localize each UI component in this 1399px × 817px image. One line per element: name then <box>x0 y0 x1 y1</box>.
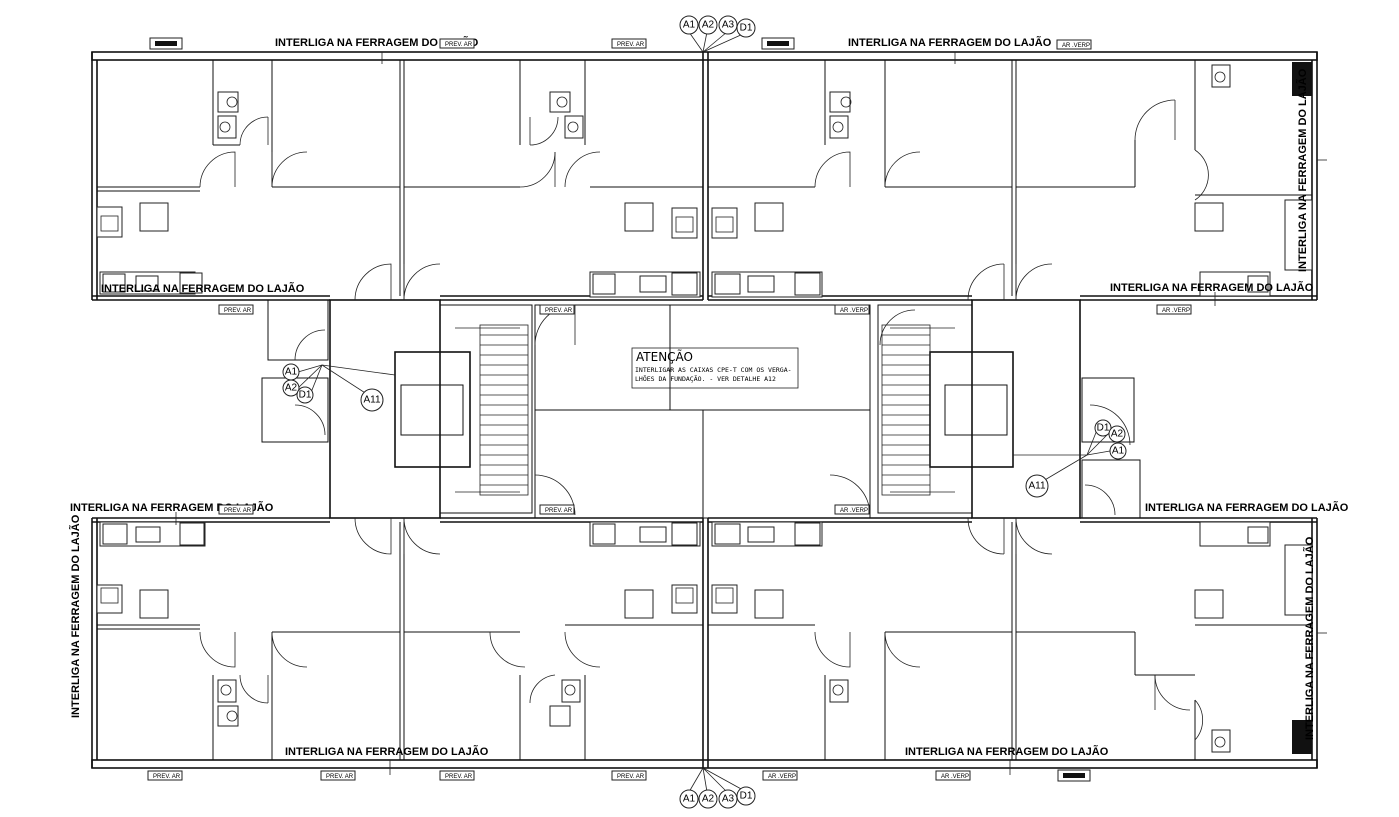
interliga-label-right-vertical-upper: INTERLIGA NA FERRAGEM DO LAJÃO <box>1296 68 1309 272</box>
svg-text:D1: D1 <box>299 390 312 401</box>
tag-a11-left: A11 <box>360 388 384 412</box>
tag-a1-bottom: A1 <box>679 789 699 809</box>
prev-ar-tag: PREV. AR <box>439 38 475 49</box>
interior-walls-top <box>97 60 1312 296</box>
prev-ar-tag: PREV. AR <box>439 770 475 781</box>
prev-ar-tag: AR .VERP <box>1156 304 1192 315</box>
prev-ar-tag: PREV. AR <box>320 770 356 781</box>
interliga-label-mid-left-upper: INTERLIGA NA FERRAGEM DO LAJÃO <box>101 282 305 295</box>
tag-a1-right: A1 <box>1109 442 1127 460</box>
prev-ar-tag: AR .VERP <box>935 770 971 781</box>
svg-text:A2: A2 <box>1111 429 1124 440</box>
svg-text:PREV. AR: PREV. AR <box>224 308 252 314</box>
grounding-leaders <box>297 31 1111 793</box>
svg-text:A3: A3 <box>722 794 735 805</box>
tag-a2-right: A2 <box>1108 425 1126 443</box>
svg-text:A11: A11 <box>1028 481 1045 492</box>
prev-ar-tag: AR .VERP <box>762 770 798 781</box>
attention-note: ATENÇÃO INTERLIGAR AS CAIXAS CPE-T COM O… <box>631 347 799 389</box>
prev-ar-tag: PREV. AR <box>218 504 254 515</box>
window-markers <box>149 37 1091 782</box>
interliga-label-bottom-right: INTERLIGA NA FERRAGEM DO LAJÃO <box>905 745 1109 758</box>
svg-text:PREV. AR: PREV. AR <box>224 508 252 514</box>
prev-ar-tags: PREV. AR PREV. AR AR .VERP PREV. AR PREV… <box>147 38 1192 781</box>
svg-text:A11: A11 <box>363 395 380 406</box>
svg-text:PREV. AR: PREV. AR <box>445 42 473 48</box>
interliga-labels: INTERLIGA NA FERRAGEM DO LAJÃO INTERLIGA… <box>69 36 1349 758</box>
svg-text:A2: A2 <box>285 383 298 394</box>
door-swings <box>199 99 1209 741</box>
prev-ar-tag: AR .VERP <box>1056 39 1092 50</box>
bathroom-fixtures <box>217 64 1231 753</box>
prev-ar-tag: PREV. AR <box>539 504 575 515</box>
svg-text:D1: D1 <box>1097 423 1110 434</box>
tag-a2-left: A2 <box>282 379 300 397</box>
interliga-label-left-vertical: INTERLIGA NA FERRAGEM DO LAJÃO <box>69 514 82 718</box>
svg-text:PREV. AR: PREV. AR <box>545 508 573 514</box>
tag-d1-bottom: D1 <box>736 786 756 806</box>
interliga-label-top-left: INTERLIGA NA FERRAGEM DO LAJÃO <box>275 36 479 49</box>
interior-walls-bottom <box>97 522 1312 760</box>
prev-ar-tag: AR .VERP <box>834 304 870 315</box>
tag-a3-bottom: A3 <box>718 789 738 809</box>
central-core <box>261 295 1141 519</box>
svg-text:AR .VERP: AR .VERP <box>1162 308 1190 314</box>
interliga-label-bottom-left: INTERLIGA NA FERRAGEM DO LAJÃO <box>285 745 489 758</box>
tag-a1-left: A1 <box>282 363 300 381</box>
svg-text:PREV. AR: PREV. AR <box>326 774 354 780</box>
tag-a1-top: A1 <box>679 15 699 35</box>
svg-text:AR .VERP: AR .VERP <box>768 774 796 780</box>
tag-a11-right: A11 <box>1025 474 1049 498</box>
svg-text:AR .VERP: AR .VERP <box>840 308 868 314</box>
tag-a2-bottom: A2 <box>698 789 718 809</box>
prev-ar-tag: PREV. AR <box>611 38 647 49</box>
svg-text:A1: A1 <box>285 367 298 378</box>
prev-ar-tag: PREV. AR <box>539 304 575 315</box>
attention-title: ATENÇÃO <box>636 349 693 364</box>
svg-text:A1: A1 <box>1112 446 1125 457</box>
interliga-label-right-vertical-lower: INTERLIGA NA FERRAGEM DO LAJÃO <box>1303 536 1316 740</box>
prev-ar-tag: PREV. AR <box>611 770 647 781</box>
attention-line-1: INTERLIGAR AS CAIXAS CPE-T COM OS VERGA- <box>635 366 792 374</box>
interliga-label-mid-right-upper: INTERLIGA NA FERRAGEM DO LAJÃO <box>1110 281 1314 294</box>
kitchen-fixtures <box>96 62 1313 754</box>
svg-text:D1: D1 <box>740 791 753 802</box>
tag-a2-top: A2 <box>698 15 718 35</box>
svg-text:PREV. AR: PREV. AR <box>545 308 573 314</box>
svg-text:A1: A1 <box>683 794 696 805</box>
svg-text:PREV. AR: PREV. AR <box>617 42 645 48</box>
svg-text:A2: A2 <box>702 20 715 31</box>
svg-text:A3: A3 <box>722 20 735 31</box>
interliga-label-mid-right-lower: INTERLIGA NA FERRAGEM DO LAJÃO <box>1145 501 1349 514</box>
edge-ticks <box>175 52 1327 775</box>
svg-text:PREV. AR: PREV. AR <box>445 774 473 780</box>
svg-text:D1: D1 <box>740 23 753 34</box>
prev-ar-tag: PREV. AR <box>218 304 254 315</box>
svg-text:AR .VERP: AR .VERP <box>840 508 868 514</box>
tag-d1-left: D1 <box>296 386 314 404</box>
svg-text:PREV. AR: PREV. AR <box>153 774 181 780</box>
svg-text:PREV. AR: PREV. AR <box>617 774 645 780</box>
svg-text:A2: A2 <box>702 794 715 805</box>
attention-line-2: LHÕES DA FUNDAÇÃO. - VER DETALHE A12 <box>635 374 776 383</box>
prev-ar-tag: AR .VERP <box>834 504 870 515</box>
svg-text:AR .VERP: AR .VERP <box>941 774 969 780</box>
tag-d1-top: D1 <box>736 18 756 38</box>
tag-a3-top: A3 <box>718 15 738 35</box>
prev-ar-tag: PREV. AR <box>147 770 183 781</box>
interliga-label-top-right: INTERLIGA NA FERRAGEM DO LAJÃO <box>848 36 1052 49</box>
tag-bubbles: A1 A2 A3 D1 A1 A2 A3 D1 A1 A2 D1 A11 D1 … <box>282 15 1127 809</box>
svg-text:AR .VERP: AR .VERP <box>1062 43 1090 49</box>
svg-text:A1: A1 <box>683 20 696 31</box>
